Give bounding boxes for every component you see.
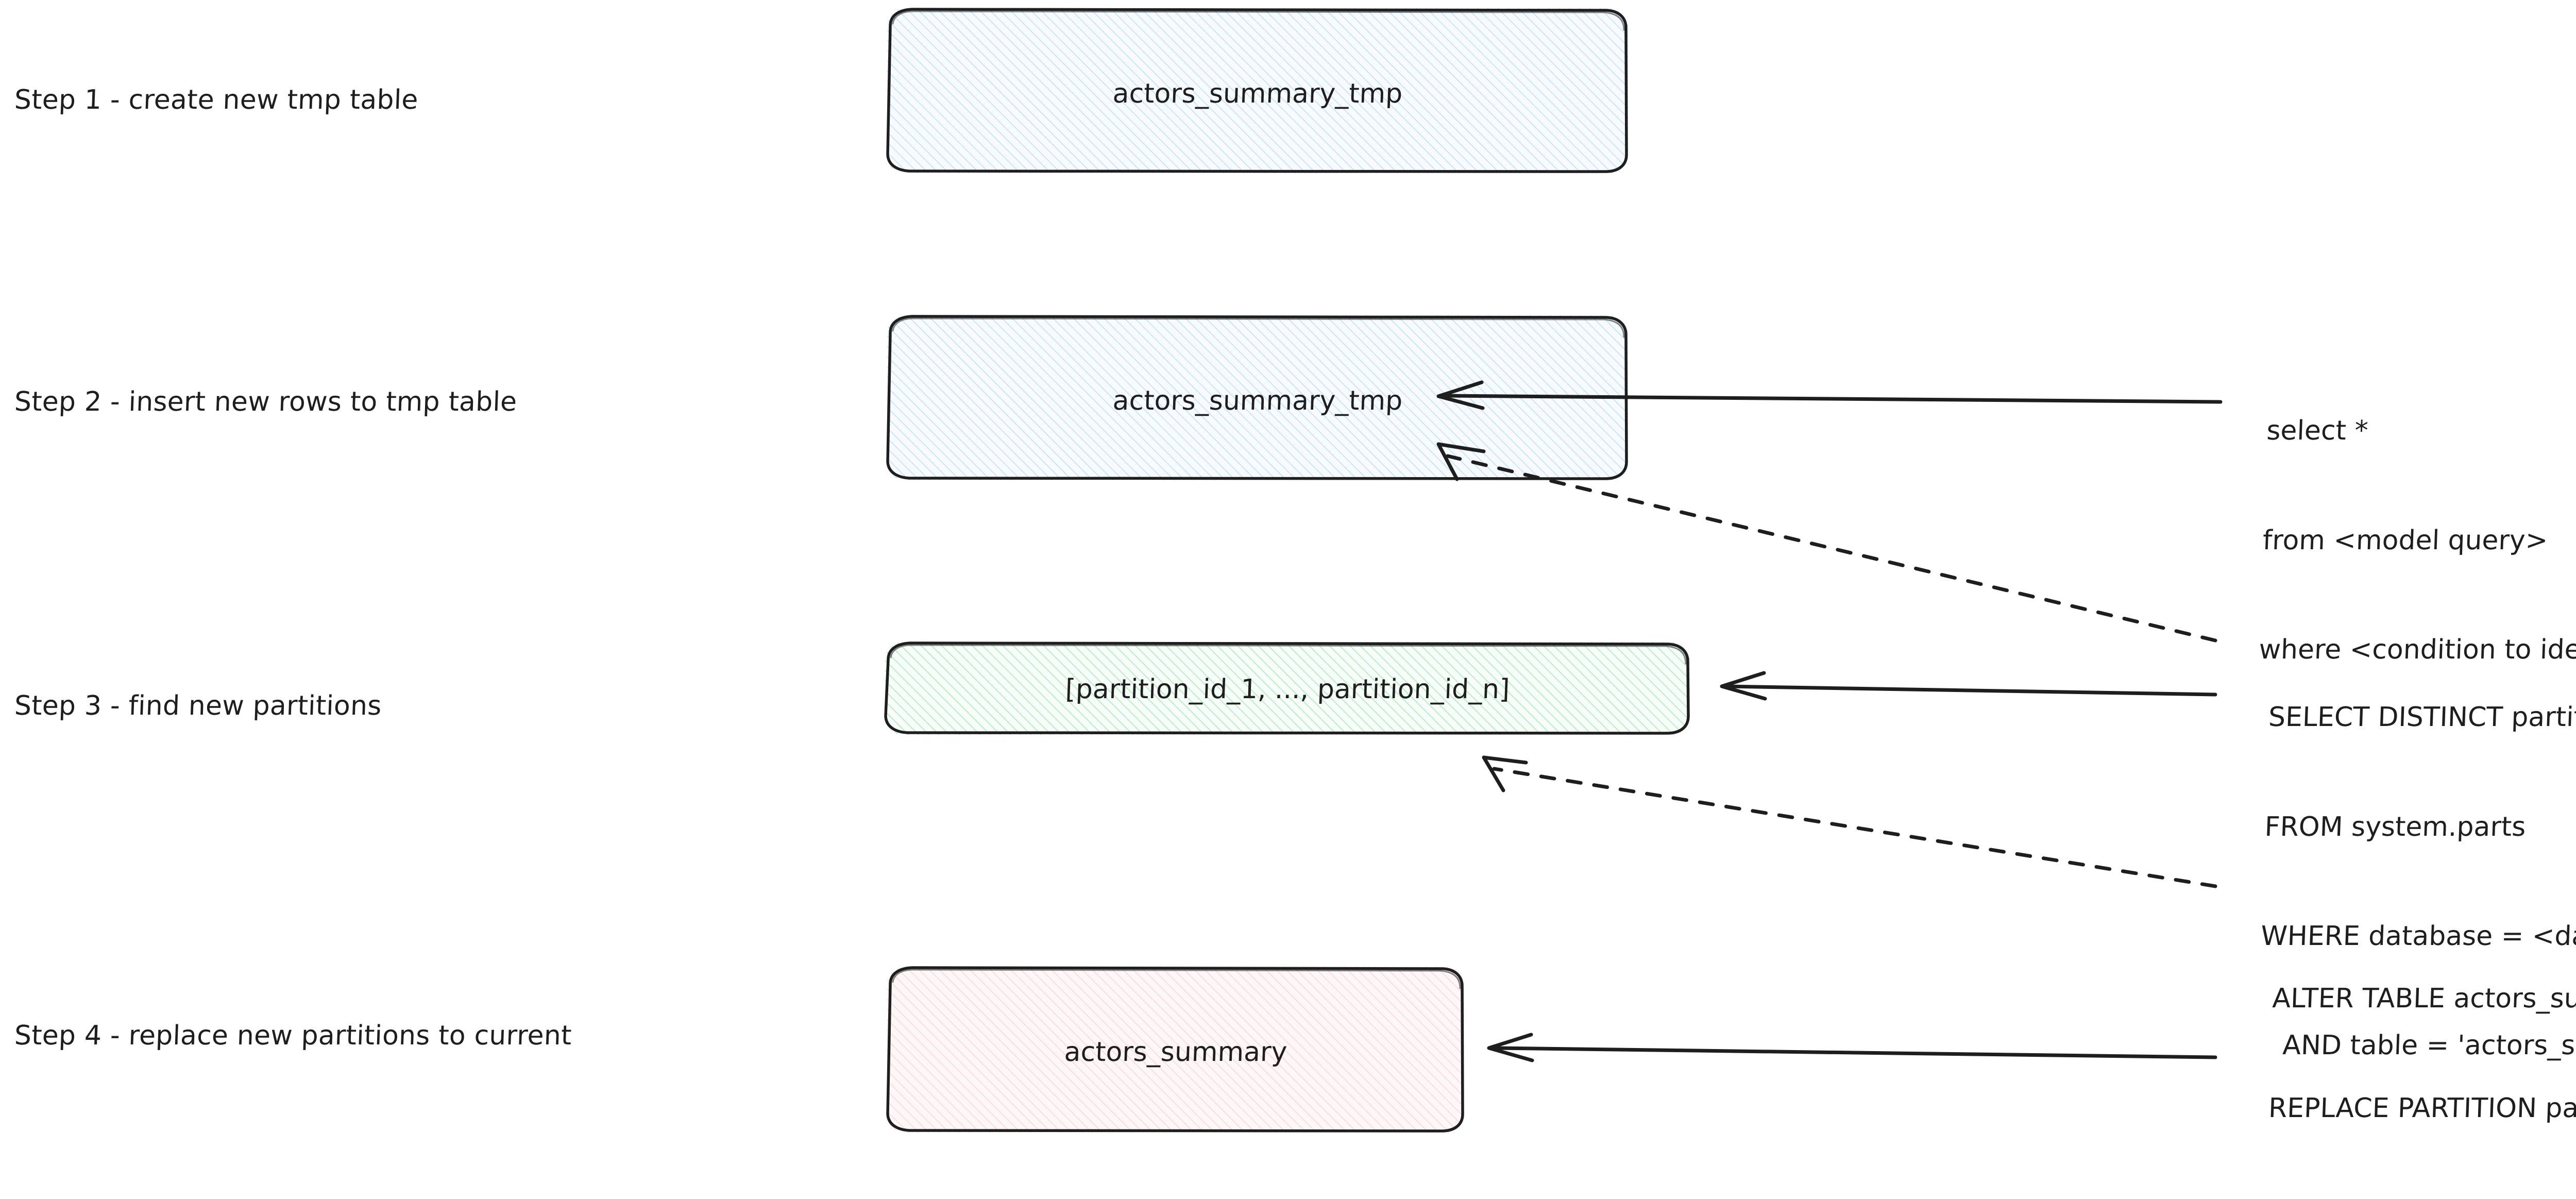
- node-hitbox-actors-summary-tmp-1[interactable]: [887, 8, 1628, 173]
- query-step4-line-1: ALTER TABLE actors_summary: [2272, 983, 2576, 1015]
- query-step2-line-1: select *: [2266, 415, 2369, 447]
- node-hitbox-actors-summary-tmp-2[interactable]: [887, 315, 1628, 480]
- arrow-step3query-to-node3: [1720, 671, 2217, 701]
- step-label-4: Step 4 - replace new partitions to curre…: [13, 1020, 572, 1051]
- query-step4-line-2: REPLACE PARTITION partition_id_1: [2268, 1092, 2576, 1124]
- step-label-2: Step 2 - insert new rows to tmp table: [13, 386, 518, 417]
- step-label-1: Step 1 - create new tmp table: [13, 85, 419, 115]
- step-label-3: Step 3 - find new partitions: [13, 690, 382, 721]
- query-step3-line-1: SELECT DISTINCT partition_id: [2268, 702, 2576, 733]
- query-text-step4: ALTER TABLE actors_summary REPLACE PARTI…: [2250, 908, 2576, 1199]
- arrow-step4query-to-node3: [1482, 755, 2217, 888]
- node-hitbox-actors-summary[interactable]: [887, 967, 1464, 1133]
- query-step2-line-2: from <model query>: [2262, 525, 2549, 556]
- arrow-step4query-to-node4: [1487, 1033, 2217, 1062]
- node-hitbox-partition-id-list[interactable]: [885, 642, 1690, 735]
- query-step3-line-2: FROM system.parts: [2264, 811, 2527, 842]
